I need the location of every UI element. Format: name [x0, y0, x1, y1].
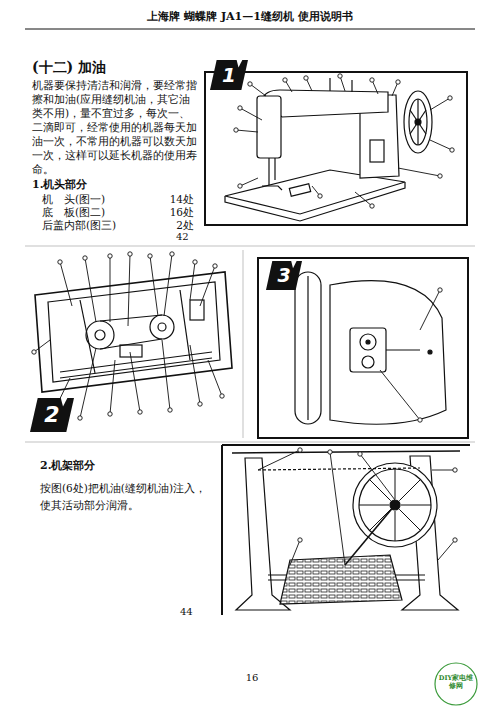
figure-number: 2 [30, 398, 74, 427]
oil-point [238, 178, 258, 188]
oil-point [108, 254, 112, 322]
wheel-spoke [399, 480, 420, 501]
machine-head-figure [205, 72, 467, 225]
oil-point [200, 264, 217, 306]
body-text: 机器要保持清洁和润滑，要经常揩擦和加油(应用缝纫机油，其它油类不用)，量不宜过多… [32, 78, 198, 176]
header-rule [25, 29, 475, 30]
oil-point [248, 82, 266, 96]
oil-point [78, 348, 96, 420]
oil-point [258, 448, 302, 470]
figure-badge: 1 [210, 60, 248, 90]
oil-point [148, 254, 158, 316]
oil-point [392, 80, 400, 96]
oil-point [130, 352, 142, 414]
oil-point [190, 260, 197, 300]
oil-point [190, 345, 202, 406]
oil-point [430, 96, 452, 110]
subheading: 2.机架部分 [40, 458, 190, 473]
table-cell: 底 板(图二) [42, 206, 142, 219]
watermark-ring [435, 663, 477, 705]
oil-point [83, 256, 96, 322]
table-cell: 2处 [148, 219, 194, 232]
oil-point [234, 128, 258, 132]
oil-point [338, 74, 345, 91]
watermark: DIY家电维修网 [437, 674, 475, 690]
oil-point [380, 370, 422, 422]
wheel-spoke [370, 509, 391, 530]
page-number: 16 [240, 672, 264, 684]
separator [25, 442, 475, 443]
body-text: 按图(6处)把机油(缝纫机油)注入，使其活动部分润滑。 [40, 480, 210, 514]
figure-number: 3 [266, 261, 302, 286]
oil-point [208, 360, 224, 398]
table-cell: 后盖内部(图三) [42, 219, 146, 232]
table-cell: 机 头(图一) [42, 193, 142, 206]
wheel-spoke [399, 509, 420, 530]
oil-point [438, 538, 457, 560]
oil-point [398, 168, 442, 178]
wheel-spoke [359, 505, 389, 506]
figure-badge: 2 [30, 398, 74, 432]
oil-point [432, 468, 457, 472]
figure-number: 1 [210, 60, 248, 86]
oil-point [430, 140, 454, 152]
wheel-spoke [401, 505, 431, 506]
wheel-spoke [395, 469, 396, 499]
oil-point [58, 260, 72, 306]
separator [243, 250, 244, 438]
oil-point [370, 78, 378, 94]
stand-figure [222, 445, 470, 615]
table-cell: 16处 [148, 206, 194, 219]
page-number: 42 [176, 231, 200, 243]
oil-point [108, 360, 115, 416]
oil-point [164, 252, 174, 316]
figure-badge: 3 [266, 261, 302, 290]
wheel-spoke [395, 511, 396, 541]
oil-point [420, 288, 442, 330]
subheading: 1.机头部分 [32, 178, 152, 192]
oil-point [304, 76, 312, 91]
oil-point [358, 452, 395, 500]
oil-point [328, 450, 345, 565]
oil-point [290, 538, 302, 565]
oil-point [128, 252, 132, 326]
oil-point [355, 192, 374, 208]
section-heading: (十二) 加油 [32, 58, 202, 76]
oil-point [312, 186, 322, 198]
table-cell: 14处 [148, 193, 194, 206]
page-header: 上海牌 蝴蝶牌 JA1—1缝纫机 使用说明书 [0, 10, 500, 24]
oil-point [283, 78, 292, 92]
page-number: 44 [180, 606, 204, 618]
oil-point [238, 106, 262, 120]
rear-cover-figure [258, 258, 468, 438]
separator [25, 246, 475, 247]
oil-point [162, 340, 172, 412]
oil-point [32, 340, 50, 354]
